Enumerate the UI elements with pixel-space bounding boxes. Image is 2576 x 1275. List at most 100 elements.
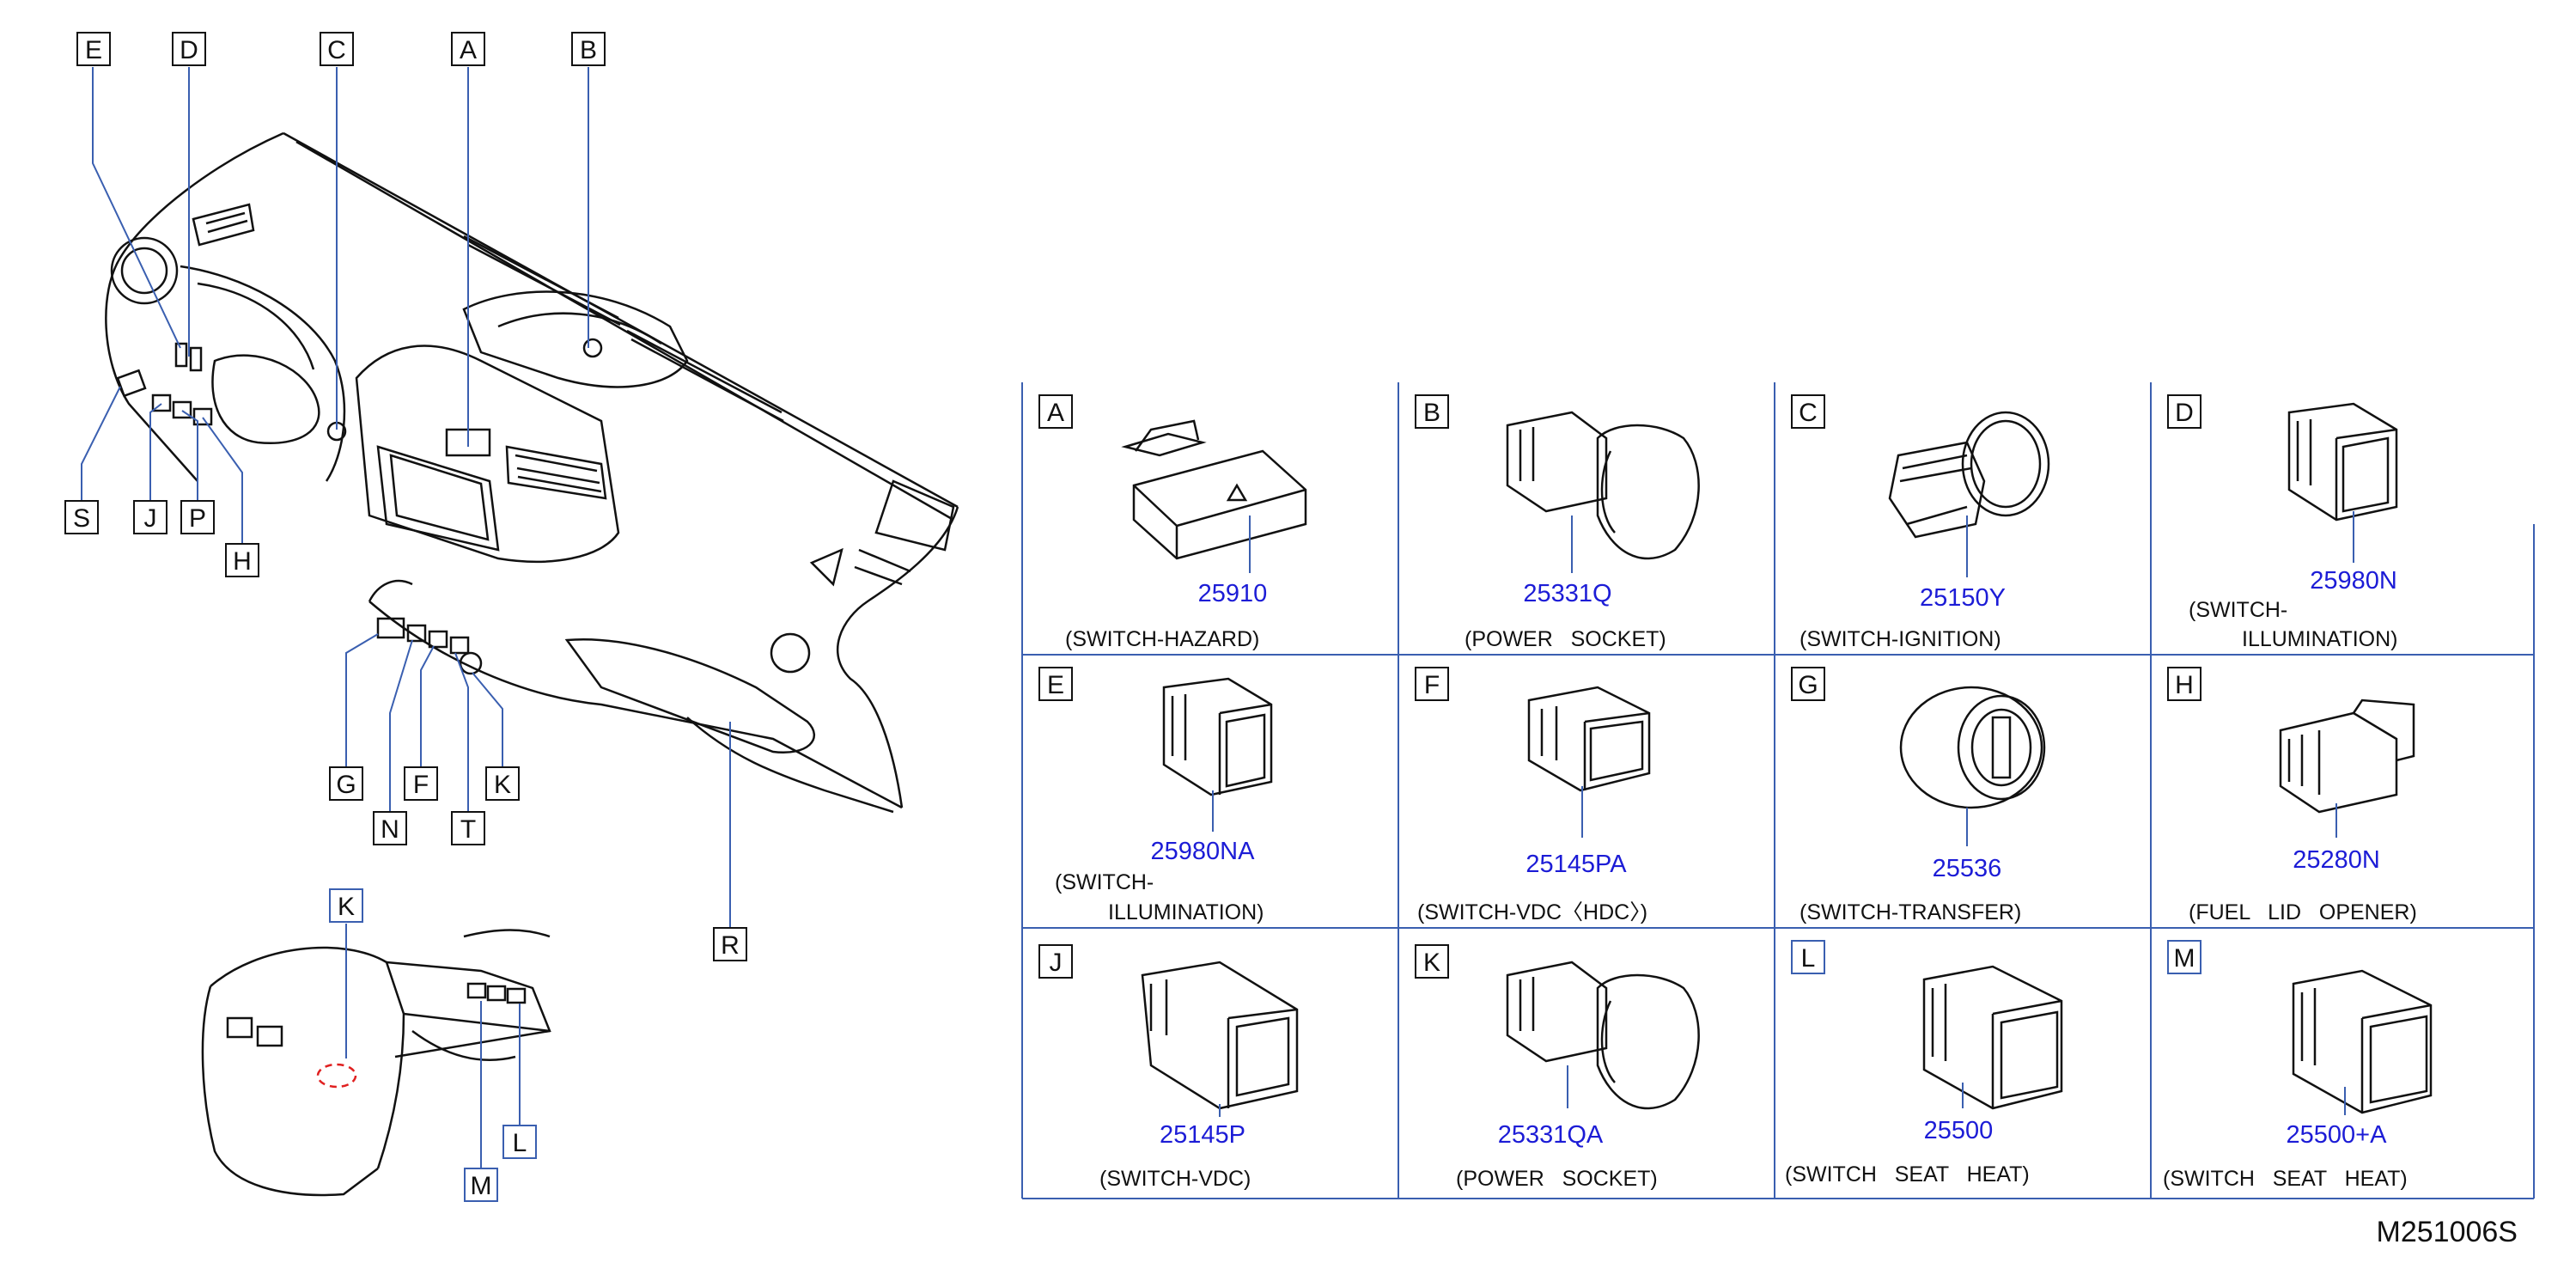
callout-S: S <box>64 500 99 534</box>
svg-text:D: D <box>2175 399 2194 427</box>
ignition-switch-illustration <box>1888 411 2050 539</box>
callout-G: G <box>329 766 363 801</box>
svg-text:R: R <box>721 931 740 960</box>
part-cell-C: C 25150Y (SWITCH-IGNITION) <box>1791 394 2050 651</box>
svg-text:25910: 25910 <box>1198 580 1268 607</box>
svg-text:(SWITCH SEAT HEAT): (SWITCH SEAT HEAT) <box>1785 1162 2030 1187</box>
callout-M-console: M <box>464 1168 498 1202</box>
svg-text:A: A <box>1047 399 1064 427</box>
svg-text:(FUEL LID OPENER): (FUEL LID OPENER) <box>2189 900 2417 924</box>
svg-text:F: F <box>1424 671 1440 699</box>
power-socket-k-illustration <box>1506 961 1700 1110</box>
callout-B: B <box>571 32 606 66</box>
part-cell-J: J 25145P (SWITCH-VDC) <box>1038 944 1299 1191</box>
svg-text:K: K <box>494 771 511 799</box>
part-cell-M: M 25500+A (SWITCH SEAT HEAT) <box>2163 940 2433 1191</box>
svg-text:A: A <box>460 36 477 64</box>
svg-text:(POWER SOCKET): (POWER SOCKET) <box>1465 627 1666 651</box>
callout-J: J <box>133 500 167 534</box>
svg-text:B: B <box>1423 399 1440 427</box>
svg-text:P: P <box>189 504 206 533</box>
callout-T: T <box>451 811 485 845</box>
highlight-circle <box>316 1063 357 1089</box>
svg-text:25500+A: 25500+A <box>2287 1121 2388 1149</box>
svg-text:C: C <box>1799 399 1818 427</box>
console-illustration <box>201 929 551 1197</box>
svg-text:25150Y: 25150Y <box>1920 584 2006 612</box>
svg-text:G: G <box>1798 671 1818 699</box>
svg-text:J: J <box>144 504 157 533</box>
callout-C: C <box>320 32 354 66</box>
svg-text:M: M <box>471 1172 492 1200</box>
svg-text:ILLUMINATION): ILLUMINATION) <box>1108 900 1264 924</box>
svg-text:ILLUMINATION): ILLUMINATION) <box>2242 627 2398 651</box>
callout-E: E <box>76 32 111 66</box>
callout-A: A <box>451 32 485 66</box>
svg-text:E: E <box>85 36 102 64</box>
svg-text:H: H <box>233 547 252 576</box>
svg-text:(SWITCH-VDC〈HDC〉): (SWITCH-VDC〈HDC〉) <box>1417 900 1647 924</box>
power-socket-illustration <box>1506 411 1700 560</box>
svg-text:(SWITCH SEAT HEAT): (SWITCH SEAT HEAT) <box>2163 1167 2408 1191</box>
svg-text:(SWITCH-IGNITION): (SWITCH-IGNITION) <box>1800 627 2001 651</box>
callout-H: H <box>225 543 259 577</box>
svg-text:F: F <box>413 771 429 799</box>
diagram-code: M251006S <box>2376 1216 2518 1248</box>
svg-text:S: S <box>73 504 90 533</box>
part-cell-A: A 25910 (SWITCH-HAZARD) <box>1038 394 1307 651</box>
svg-text:J: J <box>1050 949 1063 977</box>
svg-text:(SWITCH-TRANSFER): (SWITCH-TRANSFER) <box>1800 900 2021 924</box>
vdc-switch-illustration <box>1141 961 1299 1110</box>
callout-boxes: E D C A B S J P <box>64 32 747 1202</box>
part-cell-H: H 25280N (FUEL LID OPENER) <box>2167 667 2417 924</box>
part-cell-K: K 25331QA (POWER SOCKET) <box>1415 944 1700 1191</box>
svg-text:25500: 25500 <box>1924 1117 1994 1144</box>
svg-text:(POWER SOCKET): (POWER SOCKET) <box>1456 1167 1658 1191</box>
leader-lines <box>81 67 731 1168</box>
svg-text:H: H <box>2175 671 2194 699</box>
callout-P: P <box>180 500 215 534</box>
svg-text:25331Q: 25331Q <box>1523 580 1611 607</box>
callout-D: D <box>172 32 206 66</box>
svg-text:L: L <box>1801 944 1816 973</box>
svg-text:C: C <box>327 36 346 64</box>
callout-R: R <box>713 927 747 961</box>
part-cell-E: E 25980NA (SWITCH- ILLUMINATION) <box>1038 667 1273 924</box>
svg-text:B: B <box>580 36 597 64</box>
svg-text:(SWITCH-HAZARD): (SWITCH-HAZARD) <box>1065 627 1259 651</box>
parts-grid-lines <box>1021 382 2535 1199</box>
svg-text:(SWITCH-: (SWITCH- <box>1055 870 1154 894</box>
callout-L-console: L <box>502 1125 537 1159</box>
fuel-lid-opener-illustration <box>2279 699 2415 814</box>
svg-text:D: D <box>180 36 198 64</box>
svg-text:(SWITCH-VDC): (SWITCH-VDC) <box>1099 1167 1251 1191</box>
part-cell-G: G 25536 (SWITCH-TRANSFER) <box>1791 667 2046 924</box>
svg-text:25331QA: 25331QA <box>1498 1121 1604 1149</box>
svg-text:T: T <box>460 815 476 844</box>
part-cell-L: L 25500 (SWITCH SEAT HEAT) <box>1785 940 2063 1187</box>
callout-N: N <box>373 811 407 845</box>
svg-text:25980N: 25980N <box>2310 567 2397 595</box>
svg-text:25536: 25536 <box>1933 855 2002 882</box>
svg-text:M: M <box>2174 944 2195 973</box>
svg-text:25280N: 25280N <box>2293 846 2380 874</box>
transfer-switch-illustration <box>1899 686 2046 809</box>
svg-text:(SWITCH-: (SWITCH- <box>2189 598 2287 622</box>
svg-text:L: L <box>513 1129 527 1157</box>
seat-heat-switch-l-illustration <box>1922 965 2063 1110</box>
dashboard-illustration <box>105 131 959 814</box>
svg-text:N: N <box>381 815 399 844</box>
part-cell-F: F 25145PA (SWITCH-VDC〈HDC〉) <box>1415 667 1651 924</box>
callout-F: F <box>404 766 438 801</box>
part-cell-D: D 25980N (SWITCH- ILLUMINATION) <box>2167 394 2398 651</box>
part-cell-B: B 25331Q (POWER SOCKET) <box>1415 394 1700 651</box>
seat-heat-switch-m-illustration <box>2292 969 2433 1114</box>
svg-text:G: G <box>336 771 356 799</box>
svg-text:K: K <box>1423 949 1440 977</box>
svg-text:K: K <box>338 893 355 921</box>
svg-text:25980NA: 25980NA <box>1151 838 1256 865</box>
svg-text:25145P: 25145P <box>1160 1121 1245 1149</box>
svg-text:25145PA: 25145PA <box>1526 851 1627 878</box>
callout-K: K <box>485 766 520 801</box>
callout-K-console: K <box>329 888 363 923</box>
